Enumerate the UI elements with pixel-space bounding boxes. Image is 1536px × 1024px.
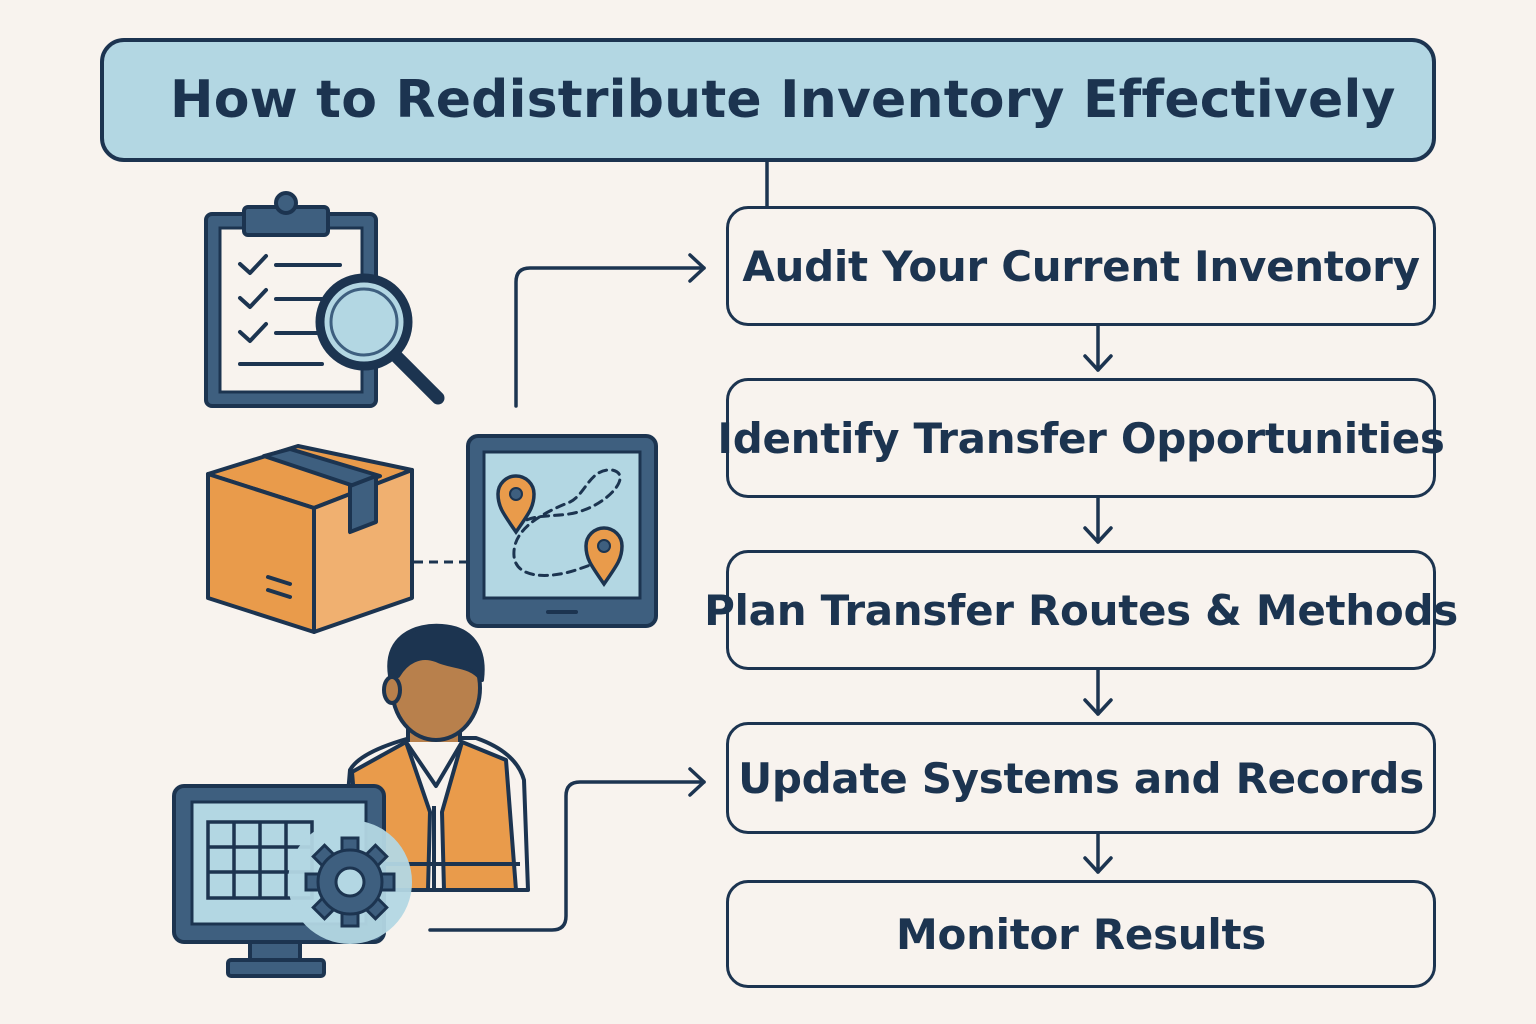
lower-side-connector [428,767,706,932]
upper-side-connector [514,253,706,408]
gear-icon [288,820,412,944]
step-label: Update Systems and Records [738,753,1424,803]
step-update-systems: Update Systems and Records [726,722,1436,834]
tablet-map-icon [466,434,658,628]
step-arrow-2 [1083,496,1113,544]
step-arrow-3 [1083,668,1113,716]
step-identify-opportunities: Identify Transfer Opportunities [717,378,1445,498]
step-label: Audit Your Current Inventory [742,241,1420,291]
step-arrow-1 [1083,324,1113,372]
location-pin-icon [496,474,536,536]
step-label: Monitor Results [896,909,1266,959]
location-pin-icon [584,526,624,588]
step-monitor-results: Monitor Results [726,880,1436,988]
title-banner: How to Redistribute Inventory Effectivel… [100,38,1436,162]
step-label: Identify Transfer Opportunities [717,413,1445,463]
step-plan-routes: Plan Transfer Routes & Methods [704,550,1458,670]
step-label: Plan Transfer Routes & Methods [704,585,1458,635]
magnifier-icon [315,273,445,405]
page-title: How to Redistribute Inventory Effectivel… [170,70,1396,130]
step-arrow-4 [1083,832,1113,874]
cardboard-box-icon [206,444,414,634]
step-audit-inventory: Audit Your Current Inventory [726,206,1436,326]
